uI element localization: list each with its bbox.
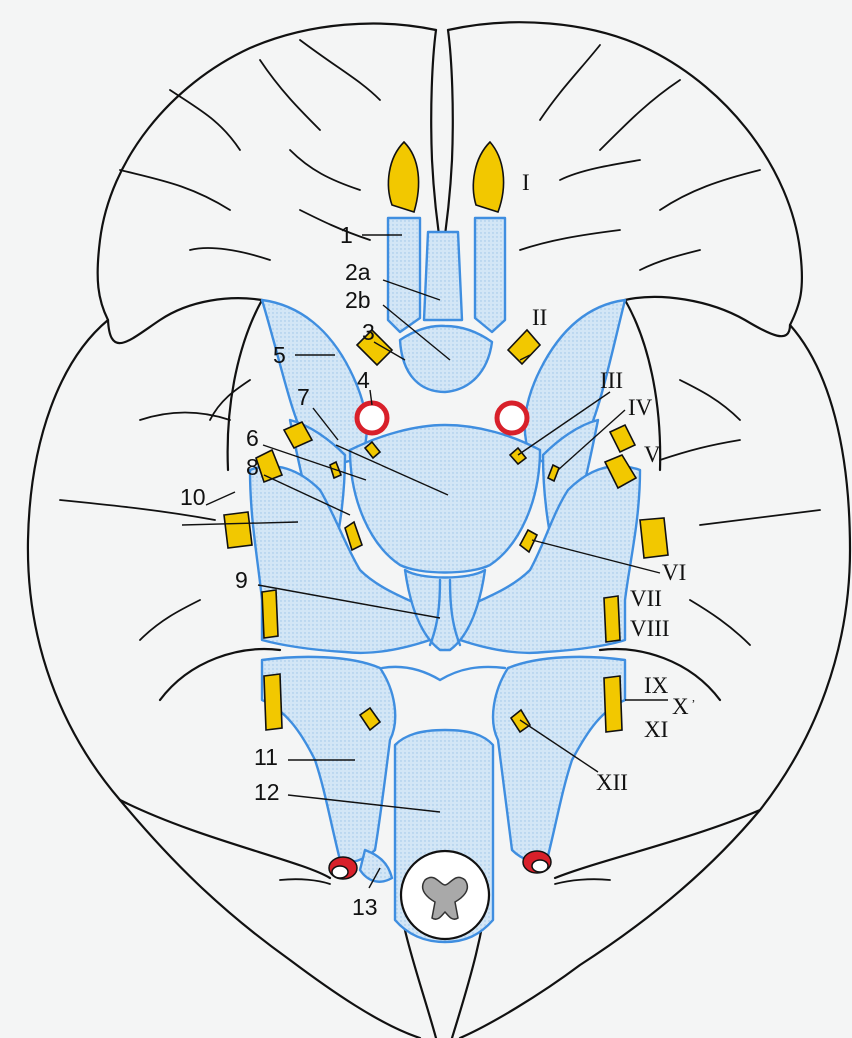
cistern-13-left bbox=[360, 850, 392, 882]
label-VII: VII bbox=[630, 586, 662, 611]
label-X: X bbox=[672, 694, 689, 719]
vertebral-artery-left-icon bbox=[329, 857, 357, 879]
label-VI: VI bbox=[662, 560, 686, 585]
vertebral-artery-right-icon bbox=[523, 851, 551, 873]
trigeminal-right-far bbox=[640, 518, 668, 558]
lamina-terminalis-cistern bbox=[424, 232, 462, 320]
facial-vestibulocochlear-left bbox=[262, 590, 278, 638]
label-XI: XI bbox=[644, 717, 668, 742]
glossopharyngeal-vagus-accessory-right bbox=[604, 676, 622, 732]
label-8: 8 bbox=[246, 454, 259, 480]
label-10: 10 bbox=[180, 484, 206, 510]
label-XII: XII bbox=[596, 770, 628, 795]
label-5: 5 bbox=[273, 342, 286, 368]
carotid-artery-left-icon bbox=[357, 403, 387, 433]
facial-vestibulocochlear-right bbox=[604, 596, 620, 642]
label-9: 9 bbox=[235, 567, 248, 593]
label-2b: 2b bbox=[345, 287, 371, 313]
label-13: 13 bbox=[352, 894, 378, 920]
olfactory-bulb-left bbox=[388, 142, 418, 212]
label-III: III bbox=[600, 368, 623, 393]
label-V: V bbox=[644, 442, 661, 467]
label-II: II bbox=[532, 305, 547, 330]
interpeduncular-cistern bbox=[350, 425, 540, 573]
trigeminal-left-far bbox=[224, 512, 252, 548]
label-1: 1 bbox=[340, 222, 353, 248]
label-3: 3 bbox=[362, 319, 375, 345]
chiasmatic-cistern bbox=[400, 326, 492, 392]
cisterns bbox=[250, 218, 640, 942]
label-4: 4 bbox=[357, 367, 370, 393]
label-6: 6 bbox=[246, 425, 259, 451]
label-IX: IX bbox=[644, 673, 669, 698]
label-12: 12 bbox=[254, 779, 280, 805]
label-2a: 2a bbox=[345, 259, 371, 285]
label-IV: IV bbox=[628, 395, 653, 420]
label-7: 7 bbox=[297, 384, 310, 410]
trigeminal-right-upper bbox=[610, 425, 635, 452]
carotid-artery-right-icon bbox=[497, 403, 527, 433]
label-11: 11 bbox=[254, 744, 278, 770]
glossopharyngeal-vagus-accessory-left bbox=[264, 674, 282, 730]
optic-nerve-right bbox=[508, 330, 540, 364]
label-I: I bbox=[522, 170, 530, 195]
label-VIII: VIII bbox=[630, 616, 670, 641]
olfactory-cistern-right bbox=[475, 218, 505, 332]
superscript-mark: , bbox=[692, 690, 695, 704]
spinal-cord bbox=[401, 851, 489, 939]
olfactory-bulb-right bbox=[473, 142, 503, 212]
